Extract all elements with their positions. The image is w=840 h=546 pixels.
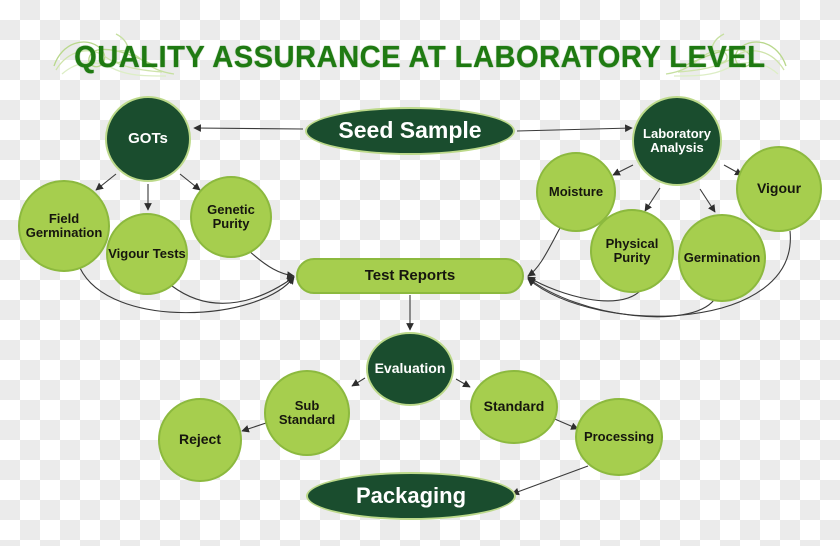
node-gots-label: GOTs: [128, 129, 168, 147]
node-genetic-purity[interactable]: Genetic Purity: [190, 176, 272, 258]
page-title-container: QUALITY ASSURANCE AT LABORATORY LEVEL: [0, 28, 840, 86]
node-moisture[interactable]: Moisture: [536, 152, 616, 232]
edge-seed-to-gots: [193, 124, 304, 132]
edge-gots-to-field: [95, 173, 117, 191]
node-genetic-purity-label: Genetic Purity: [207, 201, 255, 231]
node-processing[interactable]: Processing: [575, 398, 663, 476]
node-physical-purity-label: Physical Purity: [605, 235, 659, 265]
node-germination-label: Germination: [683, 249, 761, 265]
page-title: QUALITY ASSURANCE AT LABORATORY LEVEL: [74, 39, 766, 74]
node-physical-purity[interactable]: Physical Purity: [590, 209, 674, 293]
edge-lab-to-moisture: [612, 164, 634, 176]
node-laboratory-analysis-label: Laboratory Analysis: [643, 125, 711, 155]
node-vigour-tests-label: Vigour Tests: [108, 245, 186, 261]
node-packaging-label: Packaging: [355, 482, 467, 508]
node-vigour[interactable]: Vigour: [736, 146, 822, 232]
node-sub-standard-label: Sub Standard: [278, 397, 336, 427]
edge-evaluation-to-standard: [455, 378, 471, 388]
node-processing-label: Processing: [583, 428, 655, 444]
node-field-germination-label: Field Germination: [25, 210, 103, 240]
node-test-reports[interactable]: Test Reports: [296, 258, 524, 294]
node-standard-label: Standard: [483, 398, 545, 415]
edge-evaluation-to-substandard: [351, 377, 366, 387]
node-standard[interactable]: Standard: [470, 370, 558, 444]
node-laboratory-analysis[interactable]: Laboratory Analysis: [632, 96, 722, 186]
edge-vigourtests-to-testreports: [171, 276, 295, 304]
node-reject-label: Reject: [178, 431, 222, 448]
node-field-germination[interactable]: Field Germination: [18, 180, 110, 272]
node-packaging[interactable]: Packaging: [306, 472, 516, 520]
edge-gots-to-genetic: [179, 173, 201, 191]
node-sub-standard[interactable]: Sub Standard: [264, 370, 350, 456]
node-seed-sample-label: Seed Sample: [338, 117, 482, 144]
flourish-right-icon: [665, 33, 787, 77]
node-vigour-label: Vigour: [756, 180, 802, 197]
node-gots[interactable]: GOTs: [105, 96, 191, 182]
node-evaluation[interactable]: Evaluation: [366, 332, 454, 406]
flourish-left-icon: [53, 33, 175, 77]
edge-genetic-to-testreports: [247, 249, 295, 279]
node-vigour-tests[interactable]: Vigour Tests: [106, 213, 188, 295]
node-seed-sample[interactable]: Seed Sample: [305, 107, 515, 155]
node-reject[interactable]: Reject: [158, 398, 242, 482]
edge-moisture-to-testreports: [527, 227, 561, 277]
edge-seed-to-lab: [516, 124, 633, 133]
node-evaluation-label: Evaluation: [374, 360, 446, 377]
node-test-reports-label: Test Reports: [364, 266, 456, 284]
node-germination[interactable]: Germination: [678, 214, 766, 302]
edge-lab-to-germination: [699, 188, 716, 213]
node-moisture-label: Moisture: [548, 183, 604, 199]
edge-lab-to-physical: [644, 187, 661, 212]
edge-processing-to-packaging: [511, 465, 589, 496]
